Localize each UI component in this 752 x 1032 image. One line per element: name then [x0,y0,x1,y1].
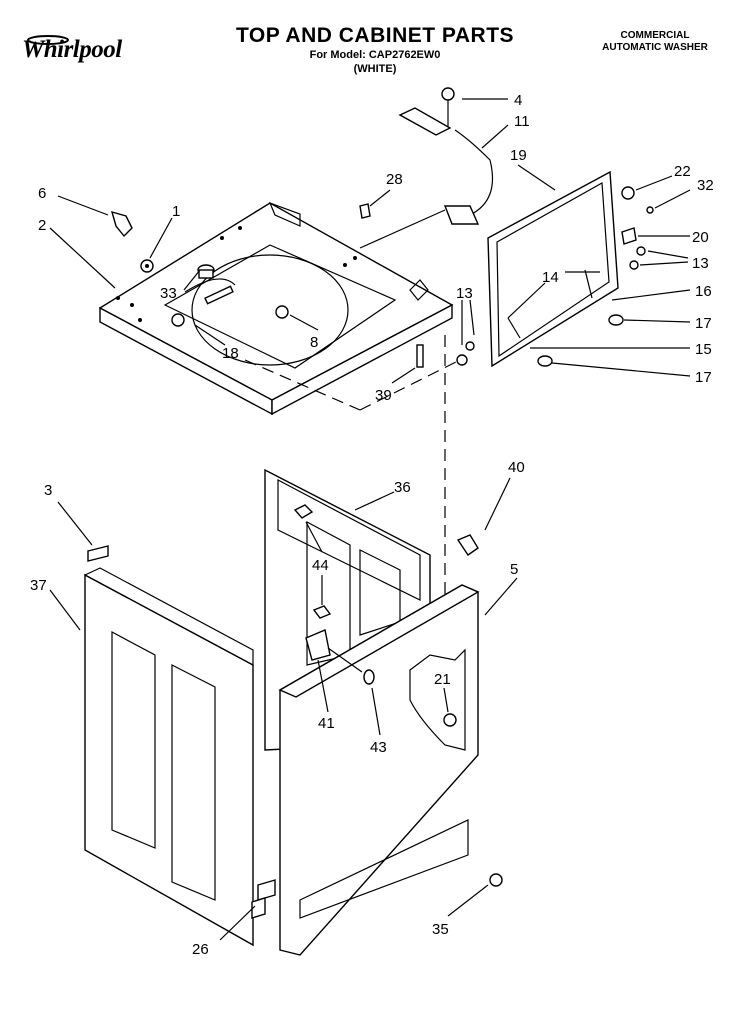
logo-swoosh-icon [27,35,69,45]
callout-33: 33 [160,285,177,302]
callout-11: 11 [514,113,530,130]
part-5-side-panel [278,584,480,956]
callout-43: 43 [370,739,387,756]
part-28-screw [359,203,371,219]
callout-20: 20 [692,229,709,246]
leader-lines [49,98,691,941]
lid-hardware [456,186,654,367]
part-4-screw [441,87,455,128]
callout-15: 15 [695,341,712,358]
callout-32: 32 [697,177,714,194]
part-35-screw [489,873,503,887]
callout-14: 14 [542,269,559,286]
callout-1: 1 [172,203,180,220]
callout-2: 2 [38,217,46,234]
callout-36: 36 [394,479,411,496]
callout-28: 28 [386,171,403,188]
callout-39: 39 [375,387,392,404]
brand-name: Whirlpool [22,36,122,63]
callout-labels: 4 11 19 22 32 20 13 16 17 15 17 14 13 6 … [30,92,714,958]
callout-13a: 13 [692,255,709,272]
callout-26: 26 [192,941,209,958]
part-37-front-panel [83,545,254,947]
callout-13b: 13 [456,285,473,302]
part-26-clip [251,879,276,919]
callout-19: 19 [510,147,527,164]
part-43-screw [363,669,375,685]
callout-8: 8 [310,334,318,351]
model-info: For Model: CAP2762EW0 (WHITE) [210,48,540,76]
callout-35: 35 [432,921,449,938]
type-line-1: COMMERCIAL [620,30,690,41]
part-40-clip [456,534,479,556]
callout-17b: 17 [695,369,712,386]
callout-41: 41 [318,715,335,732]
callout-5: 5 [510,561,518,578]
part-19-lid [487,170,619,368]
part-33-bumper [197,264,215,279]
callout-18: 18 [222,345,239,362]
part-44-nut [293,504,332,619]
part-39-screw [416,344,424,368]
type-line-2: AUTOMATIC WASHER [602,42,708,53]
page-title: TOP AND CABINET PARTS [235,24,515,47]
assembly-line [244,359,361,411]
callout-3: 3 [44,482,52,499]
callout-4: 4 [514,92,522,109]
part-11-lid-switch [398,107,494,225]
top-panel [98,201,454,416]
callout-37: 37 [30,577,47,594]
color-line: (WHITE) [353,63,397,75]
callout-17a: 17 [695,315,712,332]
callout-6: 6 [38,185,46,202]
model-line: For Model: CAP2762EW0 [309,49,441,61]
callout-16: 16 [695,283,712,300]
callout-21: 21 [434,671,451,688]
appliance-type: COMMERCIAL AUTOMATIC WASHER [570,30,740,54]
part-41-bracket [305,629,331,661]
part-1-screw [140,259,154,273]
part-6-clip [110,210,133,238]
wire-line [359,209,446,249]
callout-44: 44 [312,557,329,574]
callout-40: 40 [508,459,525,476]
callout-22: 22 [674,163,691,180]
